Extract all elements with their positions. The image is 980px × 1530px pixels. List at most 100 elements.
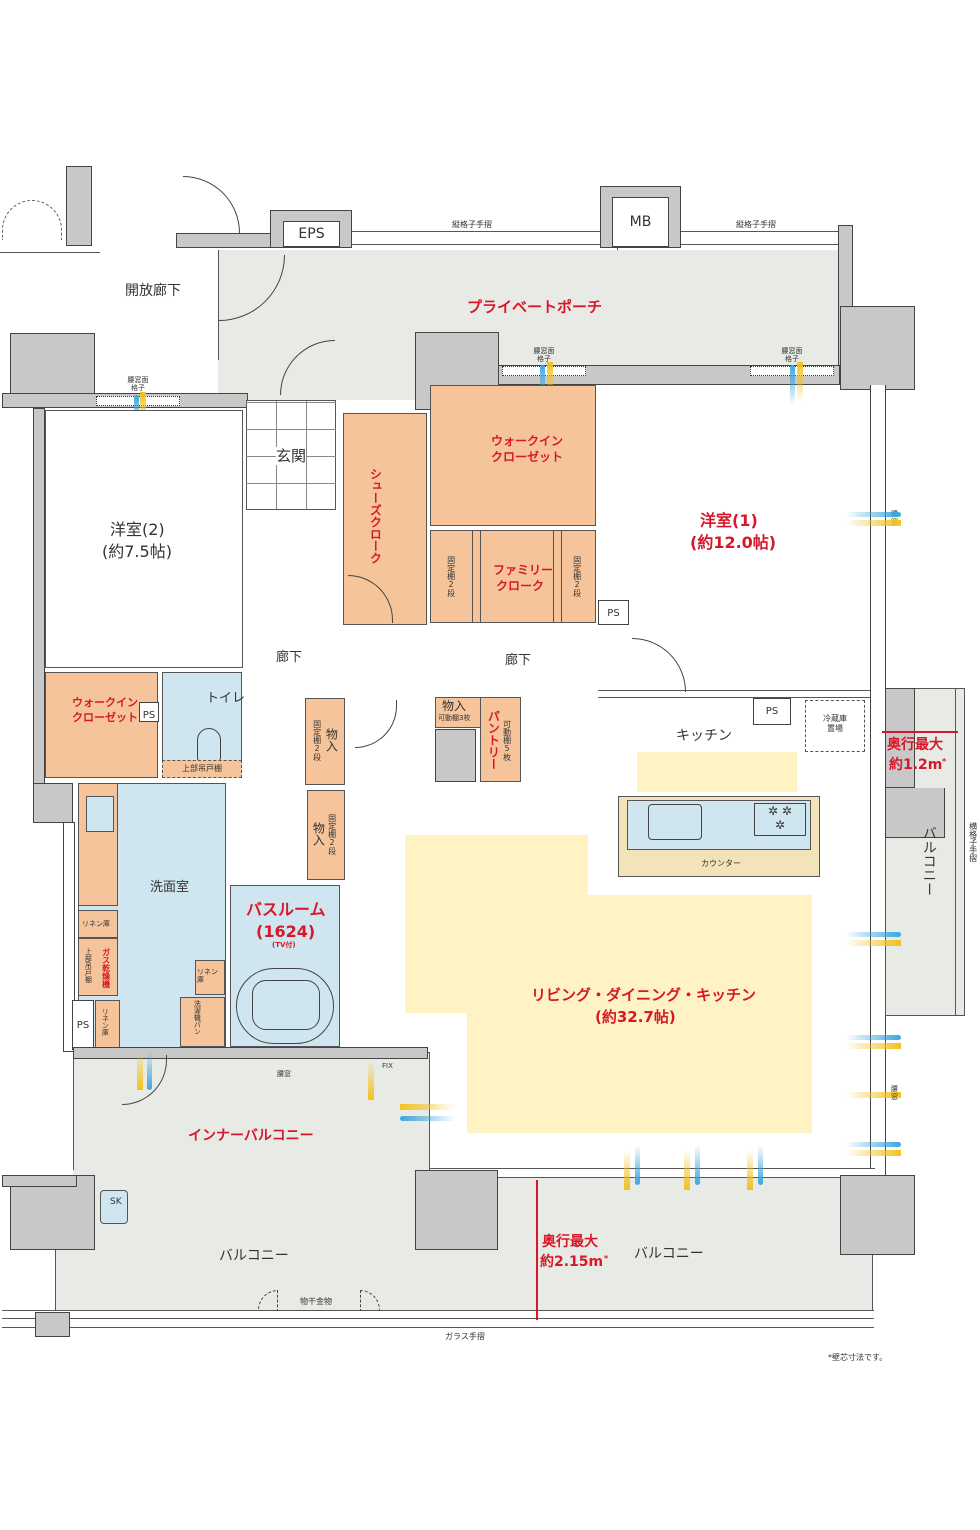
ventilation-yellow-icon	[846, 1043, 901, 1049]
ventilation-yellow-icon	[547, 362, 553, 402]
ventilation-blue-icon	[846, 1035, 901, 1040]
eps-box: EPS	[283, 221, 340, 247]
washer-pan	[180, 997, 225, 1047]
family-cloak-label-1: ファミリー	[493, 563, 554, 577]
mb-label: MB	[629, 214, 652, 230]
ventilation-yellow-icon	[846, 1092, 901, 1098]
shelf-divider	[472, 530, 481, 623]
corridor-label-left: 廊下	[276, 650, 303, 665]
movable-shelf-5-label: 可動棚5枚	[502, 720, 512, 761]
ventilation-yellow-icon	[846, 940, 901, 946]
left-wall-block	[33, 783, 73, 823]
railing-right	[680, 231, 840, 245]
shoe-cloak-label: シューズクローク	[368, 468, 383, 564]
ps-box-wic: PS	[139, 702, 159, 722]
linen-1	[78, 910, 118, 938]
fixed-shelf-label: 固定棚2段	[327, 814, 337, 855]
depth-arrow-horizontal	[882, 731, 958, 733]
side-balcony-wall-2	[885, 788, 945, 838]
ventilation-blue-icon	[695, 1145, 700, 1185]
ventilation-blue-icon	[400, 1116, 455, 1121]
fixed-shelf-label: 固定棚2段	[572, 556, 582, 597]
counter-label: カウンター	[701, 859, 741, 868]
bathroom-name: バスルーム	[246, 900, 326, 919]
ps-label: PS	[76, 1020, 90, 1031]
right-outer-pillar	[840, 306, 915, 390]
ventilation-blue-icon	[846, 512, 901, 517]
ps-label: PS	[765, 706, 779, 717]
toilet-label: トイレ	[206, 691, 246, 706]
ldk-bottom-wall	[430, 1168, 875, 1178]
storage-1-label: 物入	[324, 728, 339, 752]
bedroom-2-size: (約7.5帖)	[102, 542, 172, 561]
private-porch-label: プライベートポーチ	[467, 298, 603, 316]
mb-box: MB	[612, 197, 669, 247]
linen-3	[195, 960, 225, 995]
bedroom-2-name: 洋室(2)	[110, 520, 165, 539]
depth-side-label: 奥行最大	[887, 737, 943, 753]
toilet-upper-cabinet	[162, 760, 242, 778]
ps-box-washroom: PS	[72, 1000, 94, 1050]
glass-railing	[2, 1310, 874, 1328]
bedroom-2	[45, 410, 243, 668]
depth-bottom-value: 約2.15m	[540, 1254, 604, 1270]
balcony-left-pillar	[10, 1175, 95, 1250]
balcony-left-cap	[2, 1175, 77, 1187]
fixed-shelf-label: 固定棚2段	[446, 556, 456, 597]
window-grille-label-2: 腰窓面格子	[533, 347, 555, 363]
upper-cabinet-label: 上部吊戸棚	[182, 764, 222, 773]
bedroom-1-name: 洋室(1)	[700, 511, 758, 530]
depth-arrow-vertical	[536, 1180, 538, 1320]
bathtub-inner	[252, 980, 320, 1030]
stove-icon: ✲ ✲✲	[754, 803, 806, 836]
side-balcony-wall	[885, 688, 915, 788]
ventilation-blue-icon	[147, 1050, 152, 1090]
linen-label: リネン庫	[82, 920, 110, 928]
ventilation-blue-icon	[790, 365, 795, 405]
bedroom-1-size: (約12.0帖)	[690, 533, 777, 552]
bathroom-tv: (TV付)	[272, 941, 296, 949]
family-cloak-label-2: クローク	[496, 579, 545, 593]
pantry-label: パントリー	[486, 710, 501, 770]
ps-label: PS	[607, 608, 620, 619]
railing-left	[352, 231, 602, 245]
glass-railing-label: ガラス手摺	[445, 1332, 485, 1341]
window-grille-label-1: 腰窓面格子	[127, 376, 149, 392]
sink-icon	[648, 804, 702, 840]
ventilation-yellow-icon	[846, 1150, 901, 1156]
neighbor-wall	[66, 166, 92, 246]
shelf-divider	[553, 530, 562, 623]
wic-main-label-2: クローゼット	[491, 450, 564, 464]
vanity-basin-icon	[86, 796, 114, 832]
storage-2	[307, 790, 345, 880]
ventilation-blue-icon	[846, 932, 901, 937]
bath-window-label: 腰窓	[277, 1070, 291, 1078]
ps-box-kitchen: PS	[753, 698, 791, 725]
glass-railing-line	[2, 1318, 874, 1319]
horizontal-railing-label: 横格子手摺	[968, 822, 978, 862]
left-exterior-wall-lower	[63, 822, 75, 1052]
fridge-label: 冷蔵庫置場	[823, 714, 847, 733]
storage-2-label: 物入	[311, 822, 326, 846]
fixed-shelf-label: 固定棚2段	[312, 720, 322, 761]
ventilation-yellow-icon	[846, 520, 901, 526]
bathroom-size: (1624)	[256, 922, 316, 941]
linen-label: リネン庫	[101, 1008, 110, 1036]
ventilation-yellow-icon	[797, 362, 803, 402]
family-cloak	[430, 530, 596, 623]
ldk-size: (約32.7帖)	[595, 1008, 676, 1026]
balcony-right-pillar	[840, 1175, 915, 1255]
ldk-floor-area	[405, 835, 812, 1133]
washer-pan-label: 洗濯機パン	[193, 1000, 202, 1035]
linen-label: リネン庫	[197, 968, 218, 985]
movable-shelf-3-label: 可動棚3枚	[438, 714, 471, 722]
ps-box-closet: PS	[598, 600, 629, 625]
railing-right-label: 縦格子手摺	[736, 220, 776, 229]
ventilation-blue-icon	[846, 1142, 901, 1147]
ventilation-yellow-icon	[684, 1150, 690, 1190]
fix-window-label: FIX	[382, 1062, 393, 1070]
storage-1	[305, 698, 345, 785]
shaft-block	[435, 729, 476, 782]
laundry-hardware-label: 物干金物	[300, 1297, 332, 1306]
kitchen-worktop	[627, 800, 811, 850]
